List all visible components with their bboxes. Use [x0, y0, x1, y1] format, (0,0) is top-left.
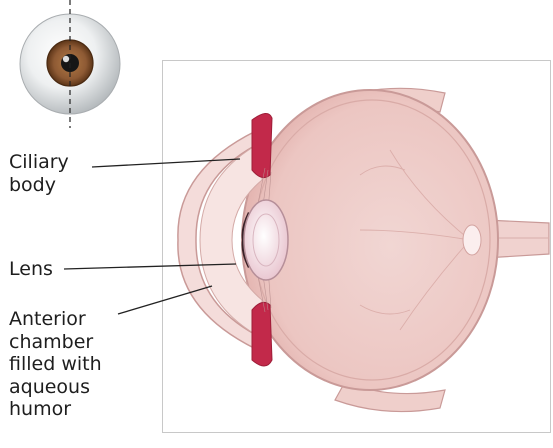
- label-ciliary-body: Ciliary body: [9, 151, 69, 196]
- ciliary-body-top: [252, 113, 272, 177]
- optic-disc: [463, 225, 481, 255]
- ciliary-body-bottom: [252, 302, 272, 366]
- lens: [244, 200, 288, 280]
- eyeball-thumbnail: [20, 0, 120, 128]
- label-anterior-chamber: Anterior chamber filled with aqueous hum…: [9, 308, 102, 421]
- label-lens: Lens: [9, 258, 53, 281]
- eyeball-highlight: [63, 56, 69, 62]
